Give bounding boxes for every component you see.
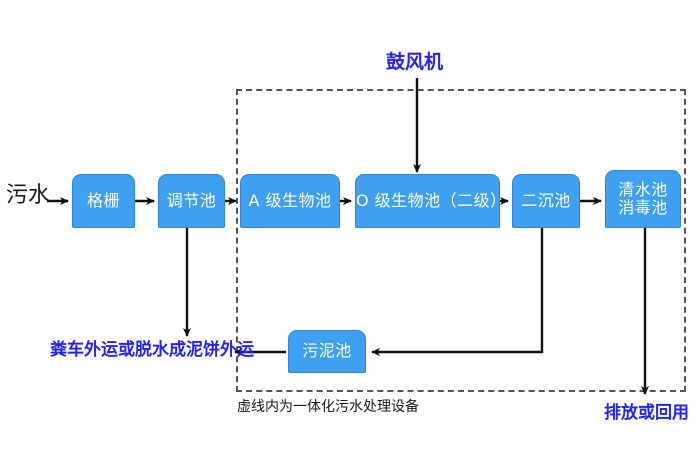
process-box-grid-line-1: 格栅 xyxy=(86,190,120,210)
process-box-clearwater-line-1: 清水池 xyxy=(618,179,668,199)
process-box-equalize[interactable]: 调节池 xyxy=(158,174,225,228)
process-box-grid[interactable]: 格栅 xyxy=(72,174,135,228)
process-box-a-stage-line-1: A 级生物池 xyxy=(248,190,332,210)
sludge-outlet-label: 粪车外运或脱水成泥饼外运 xyxy=(50,340,254,360)
process-box-clearwater[interactable]: 清水池 消毒池 xyxy=(605,170,681,228)
process-box-sludge-line-1: 污泥池 xyxy=(302,341,352,361)
integrated-equipment-enclosure xyxy=(236,89,686,392)
process-box-sludge[interactable]: 污泥池 xyxy=(288,330,366,373)
enclosure-caption: 虚线内为一体化污水处理设备 xyxy=(237,399,419,415)
inlet-label: 污水 xyxy=(6,183,51,208)
process-box-equalize-line-1: 调节池 xyxy=(166,190,217,210)
process-box-o-stage[interactable]: O 级生物池（二级） xyxy=(355,174,507,228)
process-box-clearwater-line-2: 消毒池 xyxy=(618,198,668,217)
process-box-clarifier-line-1: 二沉池 xyxy=(521,190,571,210)
effluent-label: 排放或回用 xyxy=(604,403,689,423)
blower-label: 鼓风机 xyxy=(386,51,444,73)
process-box-o-stage-line-1: O 级生物池（二级） xyxy=(356,190,507,210)
process-box-a-stage[interactable]: A 级生物池 xyxy=(240,174,340,228)
process-box-clarifier[interactable]: 二沉池 xyxy=(512,174,580,228)
